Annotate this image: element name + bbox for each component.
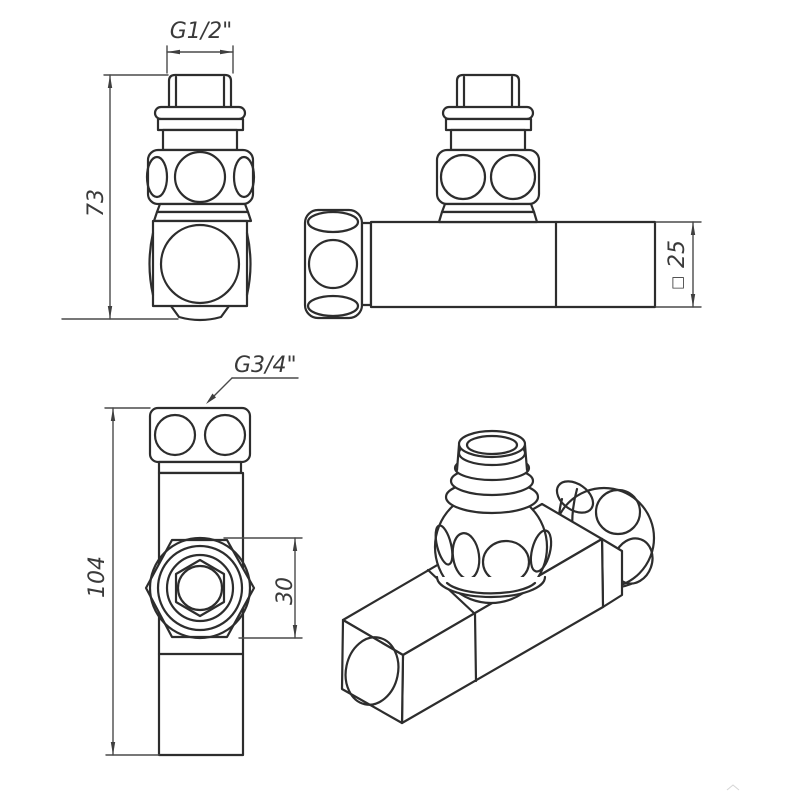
arrowhead — [690, 222, 696, 235]
side-handwheel-dimple-right — [489, 153, 537, 201]
iso-thread-side-right — [523, 443, 529, 472]
front-body-bulge-left — [148, 231, 155, 297]
isometric-view — [340, 429, 656, 725]
hex-nut-circle-outer — [148, 536, 252, 640]
dimension-value: 73 — [84, 189, 109, 217]
dimension-height-73: 73 — [61, 74, 179, 320]
side-band — [444, 117, 533, 132]
dimension-value: 104 — [85, 556, 110, 598]
iso-skirt-inner — [445, 581, 537, 595]
front-view — [145, 73, 256, 322]
side-end-knob-dimple-top — [306, 210, 360, 234]
front-body-port — [159, 223, 241, 305]
iso-right-knob-dimple-top-left — [555, 480, 595, 514]
side-skirt-lower — [437, 210, 539, 224]
watermark-mark — [726, 784, 740, 791]
dimension-top-thread: G1/2" — [166, 19, 234, 74]
dimension-value: 30 — [273, 577, 298, 605]
front-skirt-upper — [155, 202, 250, 214]
bottom-knob-top — [148, 406, 252, 464]
side-end-knob-dimple-bottom — [306, 294, 360, 318]
iso-thread-side-left — [455, 443, 461, 472]
iso-center-valve-head — [433, 429, 553, 605]
iso-skirt-fill — [437, 577, 545, 597]
front-body-bulge-right — [245, 231, 252, 297]
arrowhead — [107, 75, 113, 88]
side-end-knob-dimple-mid — [307, 238, 359, 290]
front-handwheel-dimple-right — [232, 155, 256, 199]
thread-size-label: G1/2" — [170, 19, 233, 44]
iso-handwheel-dimple-far-left — [434, 524, 454, 566]
dimension-height-104: 104 — [85, 407, 160, 756]
front-thread-nipple — [167, 73, 233, 109]
iso-skirt-outer — [435, 575, 547, 599]
front-handwheel-dimple-center — [173, 150, 227, 204]
arrowhead — [206, 393, 216, 404]
iso-handwheel-dimple-right — [529, 529, 553, 573]
thread-size-label: G3/4" — [234, 353, 297, 378]
arrowhead — [167, 49, 180, 55]
side-body — [369, 220, 657, 309]
front-handwheel-dimple-left — [145, 155, 169, 199]
front-neck — [161, 128, 239, 152]
hex-socket-bore — [176, 564, 224, 612]
arrowhead — [110, 408, 116, 421]
front-collar — [153, 105, 247, 121]
dimension-square-25: 25 □ — [655, 221, 702, 308]
bottom-knob-dimple-right — [203, 413, 247, 457]
iso-knob-collar — [600, 537, 624, 609]
front-handwheel — [146, 148, 255, 206]
side-end-knob — [303, 208, 364, 320]
iso-right-knob-dimple-top-right — [594, 488, 642, 536]
arrowhead — [690, 294, 696, 307]
dimension-value: 25 — [665, 240, 690, 268]
arrowhead — [110, 742, 116, 755]
bottom-knob-dimple-left — [153, 413, 197, 457]
leader-bottom-thread: G3/4" — [206, 353, 299, 404]
bottom-step — [157, 460, 243, 475]
side-knob-connector — [360, 221, 373, 307]
hex-nut-circle-inner — [165, 553, 235, 623]
iso-tube-end-bore — [344, 636, 400, 706]
arrowhead — [292, 538, 298, 551]
bottom-view — [144, 406, 256, 757]
front-band — [156, 117, 245, 132]
iso-thread-bore — [465, 434, 519, 456]
front-bottom-dome — [169, 304, 231, 322]
side-thread-nipple — [455, 73, 521, 109]
hex-nut-circle-mid — [156, 544, 244, 632]
arrowhead — [107, 306, 113, 319]
side-view — [303, 73, 657, 320]
side-neck — [449, 128, 527, 152]
square-section-symbol: □ — [668, 276, 686, 290]
front-skirt-lower — [152, 210, 253, 223]
side-collar — [441, 105, 535, 121]
hex-socket — [174, 558, 226, 618]
dimension-nut-30: 30 — [223, 537, 303, 639]
arrowhead — [220, 49, 233, 55]
front-body — [151, 219, 249, 308]
side-skirt-upper — [440, 202, 536, 214]
arrowhead — [292, 625, 298, 638]
side-handwheel-dimple-left — [439, 153, 487, 201]
